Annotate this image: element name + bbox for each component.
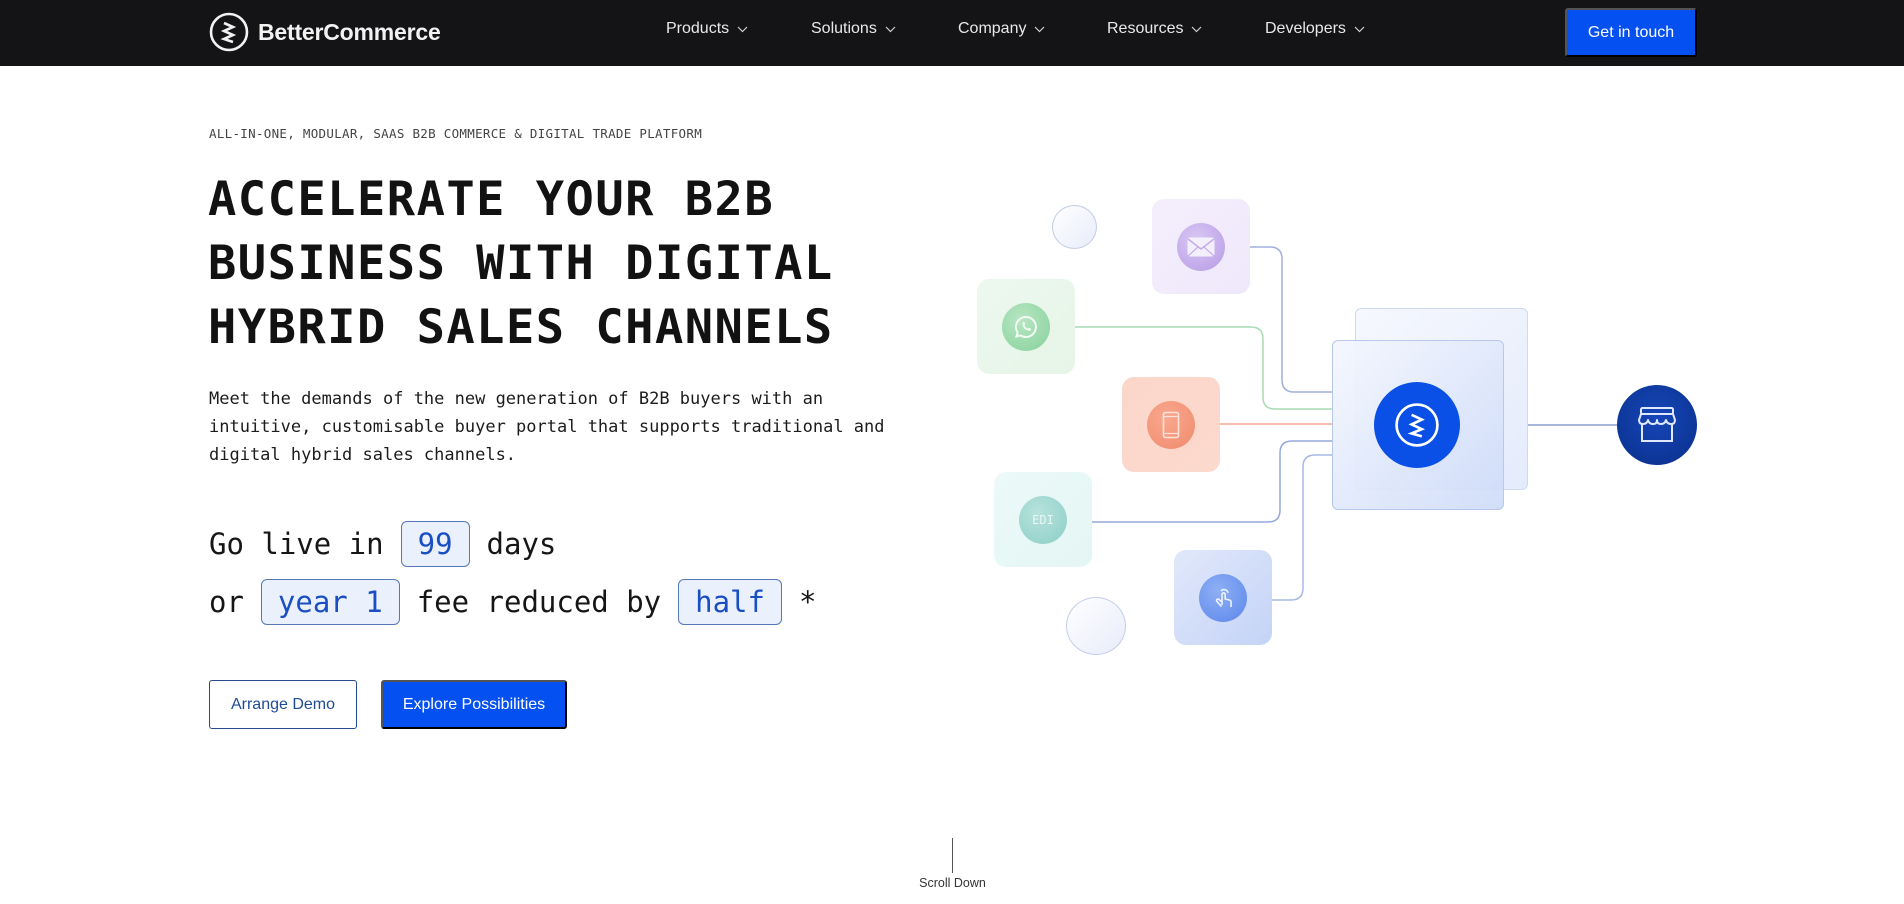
- chevron-down-icon: [1035, 26, 1045, 32]
- description-line: Meet the demands of the new generation o…: [209, 389, 824, 409]
- nav-solutions-label: Solutions: [811, 20, 877, 37]
- edi-channel-tile: EDI: [994, 472, 1092, 567]
- hero-headline: ACCELERATE YOUR B2B BUSINESS WITH DIGITA…: [208, 168, 928, 360]
- promo-line-go-live: Go live in 99 days: [209, 521, 556, 567]
- nav-company[interactable]: Company: [958, 20, 1045, 38]
- brand-name: BetterCommerce: [258, 18, 441, 45]
- platform-card-front: [1332, 340, 1504, 510]
- half-badge: half: [678, 579, 782, 625]
- chevron-down-icon: [1192, 26, 1202, 32]
- eyebrow-tagline: ALL-IN-ONE, MODULAR, SAAS B2B COMMERCE &…: [209, 126, 703, 141]
- promo-text: days: [486, 527, 557, 561]
- storefront-destination: [1617, 385, 1697, 465]
- envelope-icon: [1187, 237, 1215, 256]
- headline-line: BUSINESS WITH DIGITAL: [208, 236, 834, 291]
- storefront-icon: [1638, 407, 1676, 442]
- email-channel-tile: [1152, 199, 1250, 294]
- platform-hub: [1374, 382, 1460, 468]
- year-badge: year 1: [260, 579, 400, 625]
- days-value-badge: 99: [400, 521, 470, 567]
- platform-card-back: [1355, 308, 1528, 490]
- mobile-channel-tile: [1122, 377, 1220, 472]
- promo-text: Go live in: [209, 527, 384, 561]
- hero-description: Meet the demands of the new generation o…: [209, 385, 949, 469]
- description-line: intuitive, customisable buyer portal tha…: [209, 417, 885, 437]
- nav-products[interactable]: Products: [666, 20, 748, 38]
- explore-possibilities-button[interactable]: Explore Possibilities: [381, 680, 567, 729]
- scroll-indicator-line: [952, 838, 953, 873]
- asterisk-footnote: *: [798, 585, 817, 619]
- nav-company-label: Company: [958, 20, 1027, 37]
- nav-resources[interactable]: Resources: [1107, 20, 1202, 38]
- decorative-bubble: [1066, 597, 1126, 655]
- chevron-down-icon: [885, 26, 896, 32]
- bettercommerce-logo-icon: [209, 12, 249, 52]
- promo-text: fee reduced by: [416, 585, 662, 619]
- headline-line: ACCELERATE YOUR B2B: [208, 172, 775, 227]
- headline-line: HYBRID SALES CHANNELS: [208, 300, 834, 355]
- nav-solutions[interactable]: Solutions: [811, 20, 896, 38]
- promo-line-fee: or year 1 fee reduced by half *: [209, 579, 816, 625]
- nav-resources-label: Resources: [1107, 20, 1184, 37]
- whatsapp-icon: [1014, 315, 1037, 338]
- nav-developers[interactable]: Developers: [1265, 20, 1365, 38]
- promo-text: or: [209, 585, 244, 619]
- whatsapp-channel-tile: [977, 279, 1075, 374]
- edi-icon: EDI: [1019, 495, 1067, 544]
- bettercommerce-logo-icon: [1395, 403, 1439, 447]
- touch-channel-tile: [1174, 550, 1272, 645]
- touch-hand-icon: [1215, 588, 1232, 607]
- scroll-down-hint[interactable]: Scroll Down: [919, 876, 986, 890]
- description-line: digital hybrid sales channels.: [209, 445, 517, 465]
- nav-developers-label: Developers: [1265, 20, 1346, 37]
- top-nav: BetterCommerce Products Solutions Compan…: [0, 0, 1904, 66]
- brand-logo[interactable]: BetterCommerce: [209, 12, 441, 52]
- decorative-bubble: [1052, 205, 1097, 249]
- arrange-demo-button[interactable]: Arrange Demo: [209, 680, 357, 729]
- get-in-touch-button[interactable]: Get in touch: [1565, 8, 1697, 57]
- chevron-down-icon: [1354, 26, 1365, 32]
- nav-products-label: Products: [666, 20, 730, 37]
- mobile-phone-icon: [1162, 411, 1180, 438]
- chevron-down-icon: [737, 26, 748, 32]
